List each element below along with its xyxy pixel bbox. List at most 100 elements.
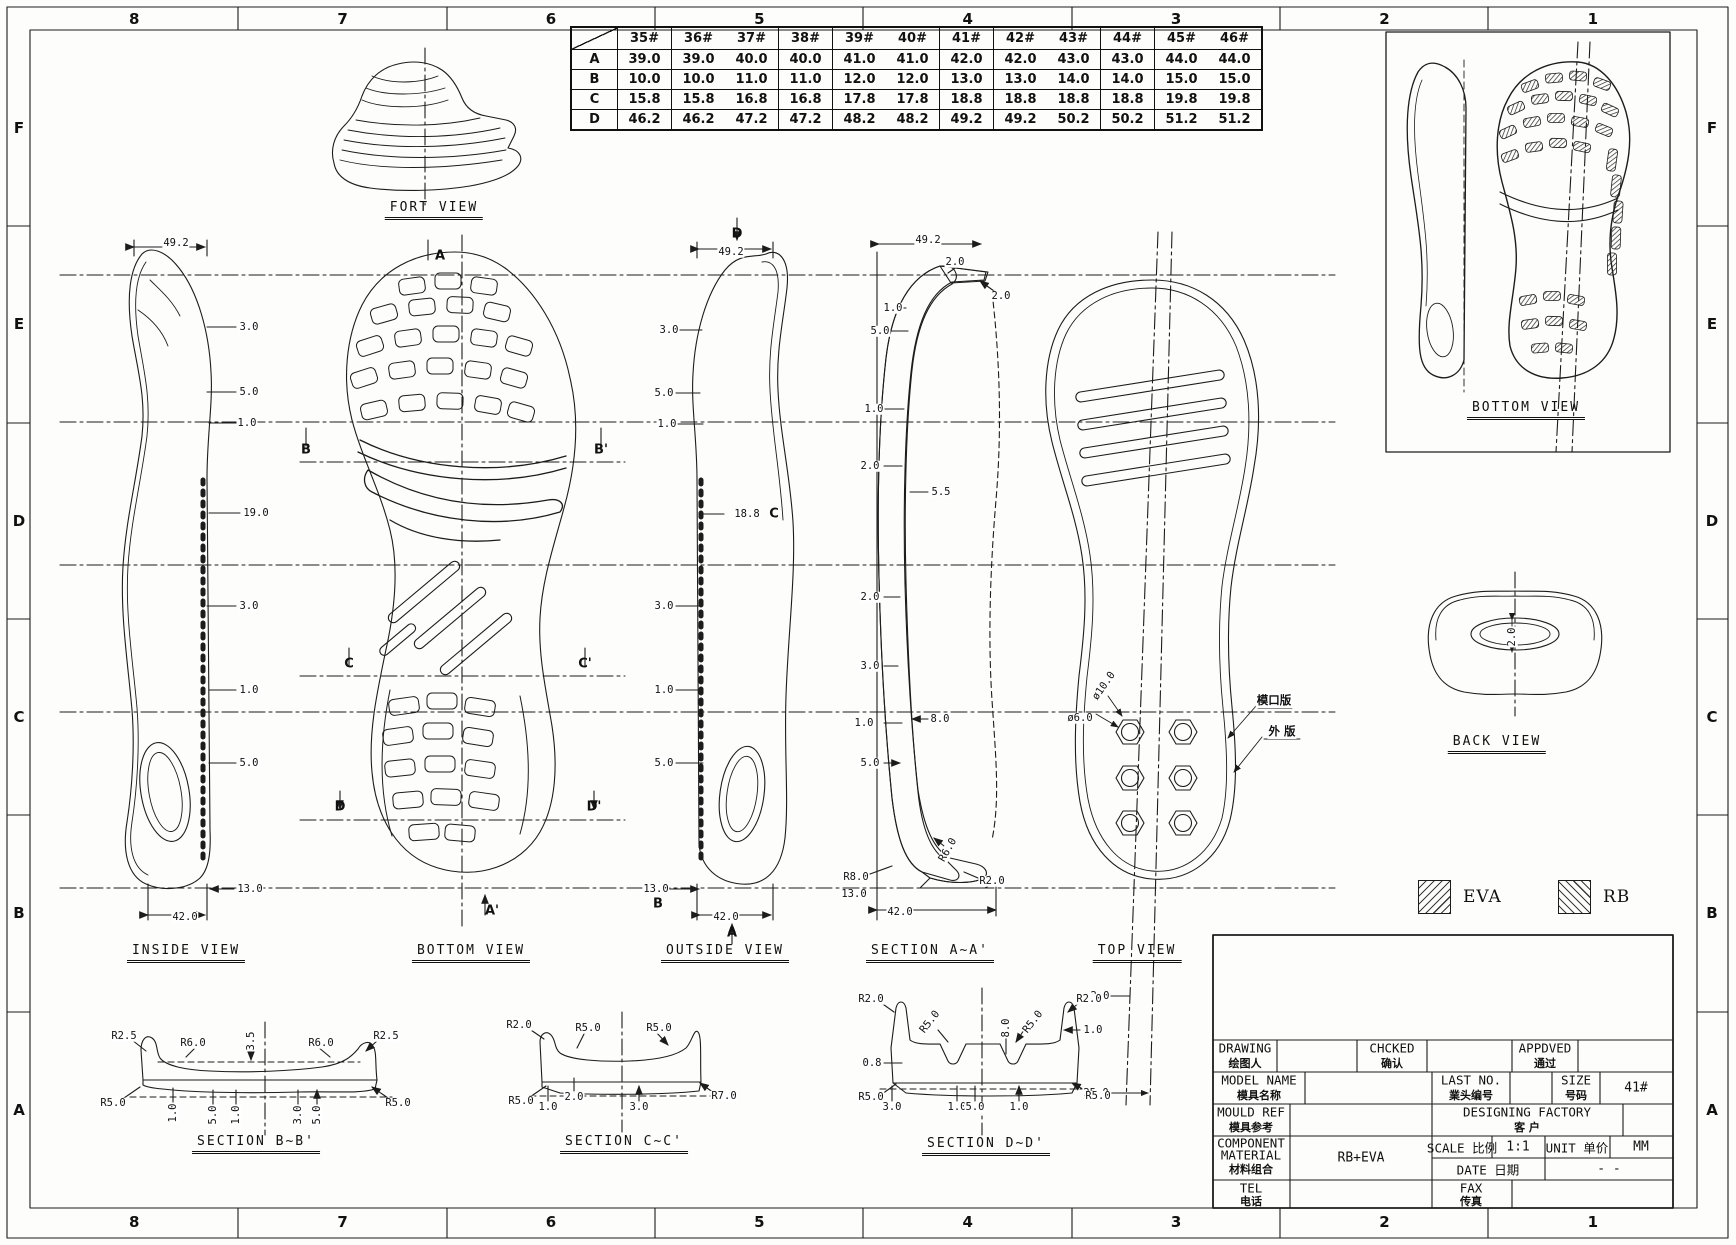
dimension-label: R5.0 bbox=[645, 1021, 673, 1034]
chcked-label: CHCKED bbox=[1369, 1040, 1415, 1056]
dimension-label: A bbox=[434, 248, 446, 264]
top-view-label: TOP VIEW bbox=[1092, 943, 1182, 963]
dimension-label: 3.0 bbox=[653, 599, 675, 612]
size-column-header: 40# bbox=[886, 27, 940, 50]
section-bb-drawing bbox=[123, 1036, 393, 1107]
dimension-label: R2.5 bbox=[372, 1029, 400, 1042]
size-value-cell: 51.2 bbox=[1208, 109, 1263, 130]
size-column-header: 46# bbox=[1208, 27, 1263, 50]
bottom-view-label: BOTTOM VIEW bbox=[411, 943, 531, 963]
section-dd-label: SECTION D~D' bbox=[922, 1136, 1050, 1156]
back-view-label: BACK VIEW bbox=[1447, 734, 1547, 754]
dimension-label: R5.0 bbox=[99, 1096, 127, 1109]
size-column-header: 44# bbox=[1100, 27, 1155, 50]
zone-letter-left: D bbox=[12, 511, 26, 530]
dimension-label: 8.0 bbox=[999, 1017, 1012, 1039]
dimension-label: 2.0 bbox=[944, 255, 966, 268]
outside-view-drawing bbox=[692, 251, 795, 885]
zone-number-top: 4 bbox=[962, 10, 973, 28]
dimension-label: 1.0 bbox=[537, 1100, 559, 1113]
dimension-label: A' bbox=[484, 903, 500, 919]
size-value-cell: 40.0 bbox=[725, 49, 779, 70]
dimension-label: 3.0 bbox=[859, 659, 881, 672]
size-value-cell: 42.0 bbox=[939, 49, 994, 70]
inside-view-label: INSIDE VIEW bbox=[126, 943, 246, 963]
size-value: 41# bbox=[1624, 1080, 1648, 1096]
chcked-label-cn: 确认 bbox=[1381, 1057, 1403, 1070]
model-name-label: MODEL NAME bbox=[1221, 1072, 1297, 1088]
dimension-label: C bbox=[769, 506, 779, 522]
dimension-label: 42.0 bbox=[886, 905, 914, 918]
zone-number-bottom: 4 bbox=[962, 1213, 973, 1231]
designing-factory-label: DESIGNING FACTORY bbox=[1463, 1104, 1591, 1120]
zone-letter-right: F bbox=[1706, 119, 1718, 138]
dimension-label: R2.0 bbox=[857, 992, 885, 1005]
size-row-label: A bbox=[571, 49, 618, 70]
zone-letter-right: E bbox=[1706, 315, 1718, 334]
bottom-view-right-label: BOTTOM VIEW bbox=[1466, 400, 1586, 420]
dimension-label: 1.0 bbox=[1008, 1100, 1030, 1113]
dimension-label: 5.0 bbox=[238, 385, 260, 398]
size-table-corner bbox=[571, 27, 618, 50]
zone-number-top: 6 bbox=[545, 10, 557, 28]
fort-view-label: FORT VIEW bbox=[384, 200, 484, 220]
size-value-cell: 43.0 bbox=[1100, 49, 1155, 70]
size-value-cell: 44.0 bbox=[1154, 49, 1208, 70]
dimension-label: 5.0 bbox=[869, 324, 891, 337]
dimension-label: R5.0 bbox=[1084, 1089, 1112, 1102]
section-cc-label: SECTION C~C' bbox=[560, 1134, 688, 1154]
dimension-label: 2.0 bbox=[859, 590, 881, 603]
mould-ref-label: MOULD REF bbox=[1217, 1104, 1285, 1120]
dimension-label: R5.0 bbox=[857, 1090, 885, 1103]
size-value-cell: 46.2 bbox=[671, 109, 725, 130]
dimension-label: 2.0 bbox=[859, 459, 881, 472]
dimension-label: 1.0 bbox=[229, 1104, 242, 1126]
zone-number-bottom: 8 bbox=[128, 1213, 140, 1231]
size-value-cell: 10.0 bbox=[671, 69, 725, 90]
material-label-cn: 材料组合 bbox=[1229, 1163, 1273, 1176]
dimension-label: C bbox=[344, 656, 354, 672]
date-value: - - bbox=[1597, 1161, 1621, 1177]
section-bb-label: SECTION B~B' bbox=[192, 1134, 320, 1154]
size-value-cell: 18.8 bbox=[1100, 89, 1155, 110]
dimension-label: 5.0 bbox=[238, 756, 260, 769]
dimension-label: 13.0 bbox=[236, 882, 264, 895]
outside-view-label: OUTSIDE VIEW bbox=[661, 943, 789, 963]
dimension-label: 13.0 bbox=[642, 882, 670, 895]
size-value-cell: 14.0 bbox=[1047, 69, 1101, 90]
zone-letter-right: D bbox=[1705, 511, 1719, 530]
dimension-label: 1.0 bbox=[656, 417, 678, 430]
drawing-label: DRAWING bbox=[1218, 1040, 1272, 1056]
size-column-header: 43# bbox=[1047, 27, 1101, 50]
appdved-label: APPDVED bbox=[1518, 1040, 1572, 1056]
chain-lines bbox=[59, 41, 1591, 1136]
dimension-label: 49.2 bbox=[162, 236, 190, 249]
dimension-label: R6.0 bbox=[307, 1036, 335, 1049]
unit-value: MM bbox=[1633, 1139, 1649, 1155]
size-value-cell: 48.2 bbox=[886, 109, 940, 130]
designing-factory-label-cn: 客 户 bbox=[1514, 1121, 1540, 1134]
dimension-label: R7.0 bbox=[710, 1089, 738, 1102]
zone-number-top: 7 bbox=[337, 10, 348, 28]
scale-value: 1:1 bbox=[1506, 1139, 1530, 1155]
size-value-cell: 18.8 bbox=[1047, 89, 1101, 110]
zone-letter-right: B bbox=[1706, 904, 1718, 923]
drawing-label-cn: 绘图人 bbox=[1228, 1057, 1262, 1070]
size-value-cell: 15.0 bbox=[1208, 69, 1263, 90]
dimension-label: 1.0 bbox=[946, 1100, 968, 1113]
zone-number-bottom: 6 bbox=[545, 1213, 557, 1231]
dimension-label: 1.0 bbox=[882, 301, 904, 314]
bottom-view-right-drawing bbox=[1385, 31, 1671, 453]
size-value-cell: 19.8 bbox=[1154, 89, 1208, 110]
tel-label-cn: 电话 bbox=[1240, 1195, 1262, 1208]
size-value-cell: 42.0 bbox=[993, 49, 1047, 70]
dimension-label: 42.0 bbox=[171, 910, 199, 923]
zone-ticks bbox=[6, 6, 1729, 1239]
dimension-label: R2.5 bbox=[110, 1029, 138, 1042]
section-dd-drawing bbox=[879, 1001, 1091, 1102]
last-no-label: LAST NO. bbox=[1440, 1072, 1502, 1088]
zone-number-bottom: 3 bbox=[1170, 1213, 1182, 1231]
inside-view-drawing bbox=[121, 249, 212, 890]
size-value-cell: 18.8 bbox=[939, 89, 994, 110]
